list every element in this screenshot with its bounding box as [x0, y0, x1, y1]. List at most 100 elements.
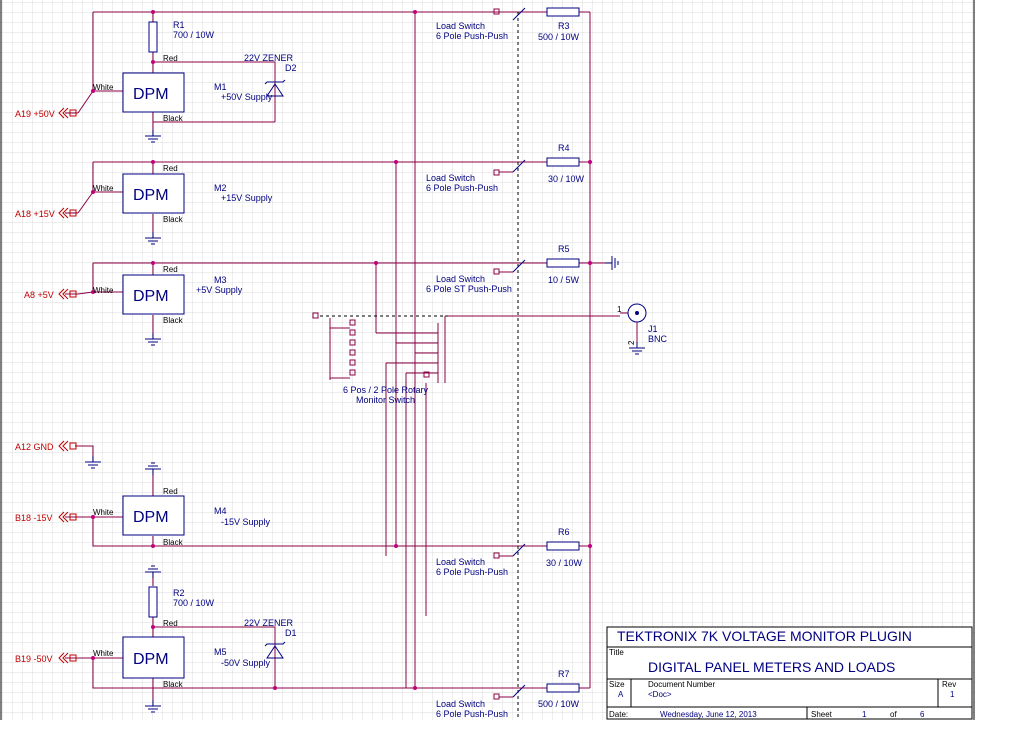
chassis-ground-icon: [605, 256, 619, 270]
junctions: [91, 10, 592, 690]
black-pin-label: Black: [163, 538, 184, 547]
meter-supply: -15V Supply: [221, 517, 271, 527]
load-switch-4: Load Switch 6 Pole Push-Push: [436, 543, 526, 577]
meter-ref: M5: [214, 647, 227, 657]
date-label: Date:: [609, 710, 628, 719]
meter-m5: DPM White Red Black M5 -50V Supply: [93, 619, 271, 689]
meter-m2: DPM White Red Black M2 +15V Supply: [93, 164, 273, 224]
resistor-ref: R7: [558, 669, 570, 679]
dpm-label: DPM: [133, 509, 169, 526]
switch-label: Load Switch: [426, 173, 475, 183]
resistor-ref: R5: [558, 244, 570, 254]
connector-b19: B19 -50V: [15, 652, 77, 664]
red-pin-label: Red: [163, 265, 178, 274]
white-pin-label: White: [93, 83, 114, 92]
load-switch-2: Load Switch 6 Pole Push-Push: [426, 159, 526, 193]
title-block: TEKTRONIX 7K VOLTAGE MONITOR PLUGIN Titl…: [606, 626, 973, 720]
meter-m4: DPM White Red Black M4 -15V Supply: [93, 487, 271, 547]
switch-type: 6 Pole Push-Push: [436, 31, 508, 41]
load-switch-5: Load Switch 6 Pole Push-Push: [436, 684, 526, 719]
dpm-box: [122, 274, 185, 315]
dpm-box: [122, 72, 185, 113]
red-pin-label: Red: [163, 54, 178, 63]
meter-supply: -50V Supply: [221, 658, 271, 668]
connector-a18: A18 +15V: [15, 207, 77, 219]
resistor-ref: R6: [558, 527, 570, 537]
connector-label: A12 GND: [15, 442, 54, 452]
sheet-label: Sheet: [811, 710, 833, 719]
switch-label: Load Switch: [436, 21, 485, 31]
resistor-value: 500 / 10W: [538, 32, 580, 42]
meter-supply: +15V Supply: [221, 193, 273, 203]
date-value: Wednesday, June 12, 2013: [660, 710, 757, 719]
docnum-value: <Doc>: [648, 690, 672, 699]
size-value: A: [618, 690, 624, 699]
resistor-r4: R4 30 / 10W: [546, 143, 585, 184]
of-label: of: [890, 710, 897, 719]
zener-ref: D2: [285, 63, 297, 73]
connector-label: A18 +15V: [15, 209, 55, 219]
bnc-pin1: 1: [617, 305, 622, 314]
size-label: Size: [609, 680, 625, 689]
wires: [65, 11, 628, 700]
zener-d1: 22V ZENER D1: [244, 618, 297, 659]
dpm-box: [122, 173, 185, 214]
rotary-monitor-switch: 6 Pos / 2 Pole Rotary Monitor Switch: [312, 312, 430, 405]
meter-ref: M2: [214, 183, 227, 193]
resistor-value: 700 / 10W: [173, 598, 215, 608]
connector-label: A8 +5V: [24, 290, 54, 300]
dpm-box: [122, 636, 185, 679]
white-pin-label: White: [93, 286, 114, 295]
connector-a19: A19 +50V: [15, 107, 77, 119]
resistor-ref: R4: [558, 143, 570, 153]
sheet-value: 1: [862, 710, 867, 719]
rotary-type: Monitor Switch: [356, 395, 415, 405]
load-switch-3: Load Switch 6 Pole ST Push-Push: [426, 259, 526, 294]
white-pin-label: White: [93, 508, 114, 517]
meter-ref: M1: [214, 82, 227, 92]
dpm-label: DPM: [133, 651, 169, 668]
dpm-label: DPM: [133, 187, 169, 204]
resistor-r5: R5 10 / 5W: [546, 244, 580, 285]
resistor-value: 10 / 5W: [548, 275, 580, 285]
grid-background: [0, 0, 975, 720]
connector-a8: A8 +5V: [24, 288, 77, 300]
switch-type: 6 Pole Push-Push: [436, 709, 508, 719]
switch-type: 6 Pole ST Push-Push: [426, 284, 512, 294]
bnc-pin2: 2: [627, 340, 636, 345]
zener-value: 22V ZENER: [244, 618, 294, 628]
dpm-label: DPM: [133, 86, 169, 103]
connector-label: A19 +50V: [15, 109, 55, 119]
dpm-box: [122, 495, 185, 536]
resistor-ref: R1: [173, 20, 185, 30]
meter-m1: DPM White Red Black M1 +50V Supply: [93, 54, 273, 123]
rev-value: 1: [950, 690, 955, 699]
switch-label: Load Switch: [436, 274, 485, 284]
resistor-value: 30 / 10W: [546, 558, 583, 568]
drawing-title: DIGITAL PANEL METERS AND LOADS: [648, 659, 895, 675]
zener-d2: 22V ZENER D2: [244, 53, 297, 97]
meter-m3: DPM White Red Black M3 +5V Supply: [93, 265, 243, 325]
load-switch-1: Load Switch 6 Pole Push-Push: [436, 7, 526, 41]
resistor-ref: R3: [558, 21, 570, 31]
company-title: TEKTRONIX 7K VOLTAGE MONITOR PLUGIN: [617, 628, 912, 644]
docnum-label: Document Number: [648, 680, 715, 689]
black-pin-label: Black: [163, 215, 184, 224]
red-pin-label: Red: [163, 487, 178, 496]
meter-ref: M4: [214, 506, 227, 516]
resistor-r1: R1 700 / 10W: [148, 20, 215, 53]
bnc-connector-j1: 1 2 J1 BNC: [617, 303, 668, 345]
zener-value: 22V ZENER: [244, 53, 294, 63]
rotary-label: 6 Pos / 2 Pole Rotary: [343, 385, 429, 395]
resistor-r6: R6 30 / 10W: [546, 527, 583, 568]
resistor-value: 500 / 10W: [538, 699, 580, 709]
switch-label: Load Switch: [436, 557, 485, 567]
black-pin-label: Black: [163, 316, 184, 325]
meter-ref: M3: [214, 275, 227, 285]
resistor-r2: R2 700 / 10W: [148, 586, 215, 618]
red-pin-label: Red: [163, 619, 178, 628]
connector-a12: A12 GND: [15, 440, 77, 452]
connector-b18: B18 -15V: [15, 511, 77, 523]
